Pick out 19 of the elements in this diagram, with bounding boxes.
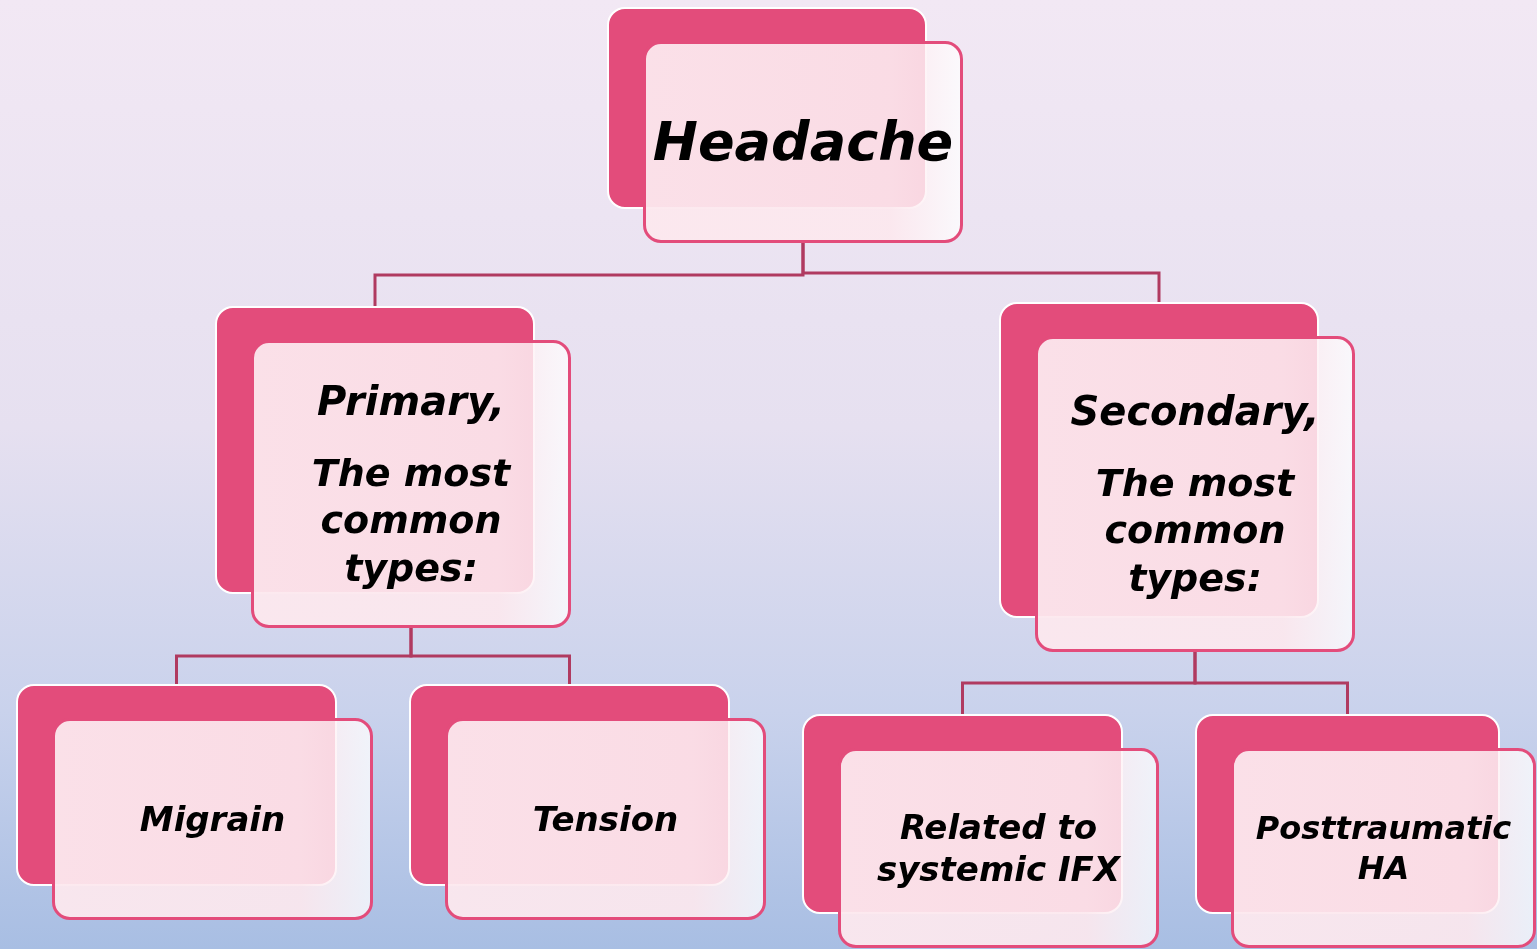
card-text: The most common types: [1094, 459, 1297, 602]
card-title: Migrain [139, 797, 286, 841]
stacked-card [607, 7, 963, 243]
connector-line [801, 243, 1161, 302]
card-title: Tension [532, 797, 679, 841]
connector-line [1193, 652, 1349, 714]
card-title: Related to systemic IFX [875, 805, 1122, 891]
stacked-card [1195, 714, 1536, 948]
stacked-card [999, 302, 1355, 652]
card-title: Primary, [316, 376, 506, 426]
card-title: Secondary, [1070, 386, 1320, 436]
card-title: Posttraumatic HA [1254, 808, 1513, 888]
card-title: Headache [652, 109, 954, 176]
stacked-card [409, 684, 766, 920]
stacked-card [802, 714, 1159, 948]
stacked-card [16, 684, 373, 920]
stacked-card [215, 306, 571, 628]
card-text: The most common types: [310, 449, 513, 592]
connector-line [409, 628, 571, 684]
